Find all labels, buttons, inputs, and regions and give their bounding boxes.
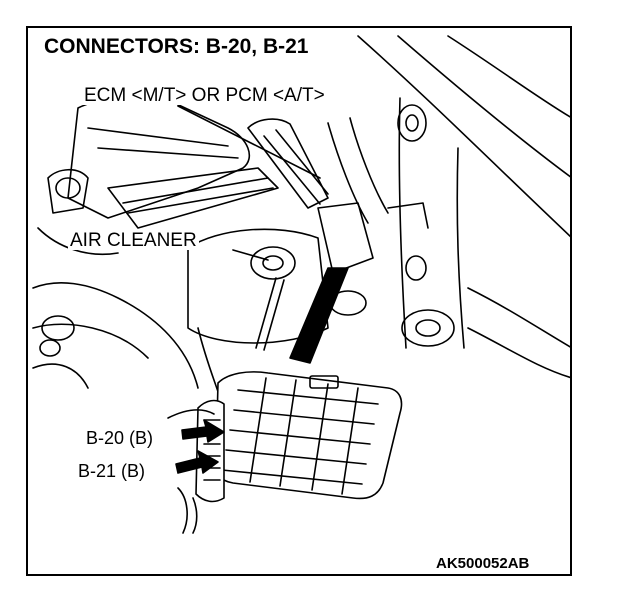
diagram-title: CONNECTORS: B-20, B-21	[42, 35, 311, 58]
ecm-connector-detail	[167, 371, 403, 534]
strut-tower	[387, 97, 570, 379]
air-cleaner-body	[187, 228, 367, 409]
hood-edge	[357, 35, 570, 238]
engine-bay-illustration	[32, 35, 570, 534]
air-cleaner-label: AIR CLEANER	[68, 230, 199, 251]
diagram-frame: CONNECTORS: B-20, B-21 ECM <M/T> OR PCM …	[26, 26, 572, 576]
b20-arrow	[181, 419, 225, 443]
b21-arrow	[175, 450, 219, 474]
connector-b21-label: B-21 (B)	[78, 461, 146, 481]
connector-b20-label: B-20 (B)	[86, 428, 154, 448]
intake-hose	[247, 117, 389, 274]
figure-code: AK500052AB	[436, 555, 530, 572]
detail-pointer	[289, 267, 349, 364]
ecm-leader-line	[177, 105, 321, 179]
intake-manifold	[32, 96, 279, 389]
air-cleaner-leader-line	[232, 249, 269, 261]
ecm-pcm-label: ECM <M/T> OR PCM <A/T>	[82, 85, 327, 106]
